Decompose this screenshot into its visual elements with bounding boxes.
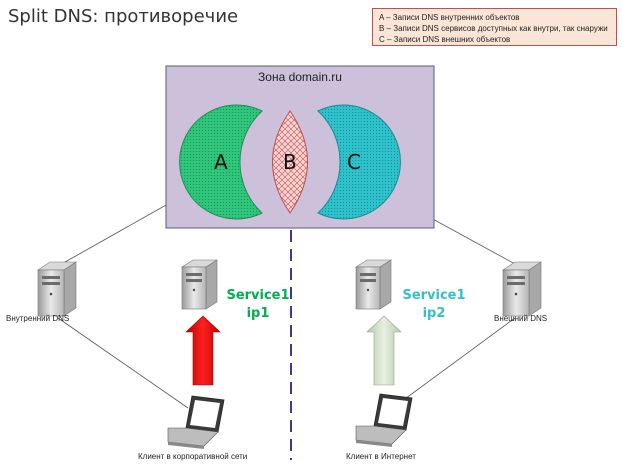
set-b-shape xyxy=(272,110,308,214)
service-external-ip: ip2 xyxy=(422,306,446,321)
set-c-shape xyxy=(317,104,401,220)
service-internal-ip: ip1 xyxy=(246,306,270,321)
set-a-label: A xyxy=(214,150,228,174)
set-b-label: B xyxy=(283,150,297,174)
zone-label: Зона domain.ru xyxy=(258,70,342,84)
internet-client-laptop-icon xyxy=(355,393,413,447)
service-internal-label: Service1 ip1 xyxy=(223,287,293,323)
corporate-client-label: Клиент в корпоративной сети xyxy=(138,452,248,461)
corporate-client-laptop-icon xyxy=(167,395,225,449)
line-zone-to-internal-dns xyxy=(57,199,176,267)
internet-client-label: Клиент в Интернет xyxy=(346,452,416,461)
arrow-internet-to-service xyxy=(366,315,402,386)
internal-dns-label: Внутренний DNS xyxy=(6,314,70,323)
line-external-dns-to-internet-client xyxy=(397,317,516,405)
internal-dns-server-icon xyxy=(37,261,77,317)
page-title: Split DNS: противоречие xyxy=(8,6,239,27)
external-dns-label: Внешний DNS xyxy=(494,314,548,323)
set-a-shape xyxy=(179,104,263,220)
service-internal-server-icon xyxy=(180,259,219,310)
service-internal-name: Service1 xyxy=(226,288,290,303)
legend-item-b: B – Записи DNS сервисов доступных как вн… xyxy=(379,24,608,33)
service-external-label: Service1 ip2 xyxy=(399,287,469,323)
legend-item-c: C – Записи DNS внешних объектов xyxy=(379,35,511,44)
legend-item-a: A – Записи DNS внутренних объектов xyxy=(379,13,520,22)
external-dns-server-icon xyxy=(502,261,542,317)
set-c-label: C xyxy=(347,150,361,174)
legend-box: A – Записи DNS внутренних объектов B – З… xyxy=(372,8,617,46)
service-external-server-icon xyxy=(354,259,393,310)
arrow-corporate-to-service xyxy=(185,315,221,386)
line-internal-dns-to-corporate-client xyxy=(57,317,189,409)
service-external-name: Service1 xyxy=(402,288,466,303)
